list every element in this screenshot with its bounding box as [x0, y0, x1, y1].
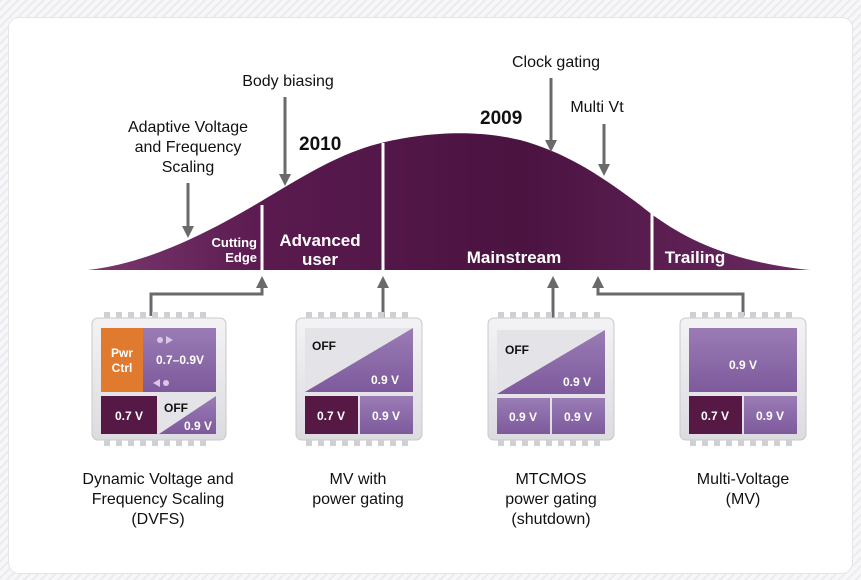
adoption-curve	[88, 133, 810, 270]
mv-bottom-left-voltage: 0.7 V	[701, 409, 729, 423]
caption-mvpg-1: MV with	[330, 471, 387, 488]
chip-mv-power-gating: OFF 0.9 V 0.7 V 0.9 V	[295, 312, 423, 446]
annotation-avfs-2: and Frequency	[135, 139, 242, 156]
mtcmos-bottom-right-voltage: 0.9 V	[564, 410, 592, 424]
mtcmos-bottom-left-voltage: 0.9 V	[509, 410, 537, 424]
segment-mainstream: Mainstream	[467, 248, 561, 267]
mtcmos-top-voltage: 0.9 V	[563, 375, 591, 389]
segment-trailing: Trailing	[665, 248, 725, 267]
dvfs-bottom-left-voltage: 0.7 V	[115, 409, 143, 423]
annotation-arrows	[182, 78, 610, 238]
annotation-avfs-3: Scaling	[162, 159, 214, 176]
chip-multi-voltage: 0.9 V 0.7 V 0.9 V	[679, 312, 807, 446]
caption-dvfs-3: (DVFS)	[131, 511, 184, 528]
annotation-multi-vt: Multi Vt	[570, 99, 624, 116]
mvpg-bottom-left-voltage: 0.7 V	[317, 409, 345, 423]
mv-bottom-right-voltage: 0.9 V	[756, 409, 784, 423]
connector-arrows	[149, 276, 745, 318]
segment-advanced-user-2: user	[302, 250, 338, 269]
mvpg-bottom-right-voltage: 0.9 V	[372, 409, 400, 423]
caption-mv-2: (MV)	[726, 491, 761, 508]
caption-mtcmos-2: power gating	[505, 491, 597, 508]
caption-mtcmos-3: (shutdown)	[511, 511, 590, 528]
annotation-avfs-1: Adaptive Voltage	[128, 119, 248, 136]
dvfs-pwr-label: Pwr	[111, 346, 133, 360]
dvfs-bottom-right-voltage: 0.9 V	[184, 419, 212, 433]
mvpg-off-label: OFF	[312, 339, 336, 353]
caption-mv-1: Multi-Voltage	[697, 471, 790, 488]
mv-top-voltage: 0.9 V	[729, 358, 757, 372]
annotation-clock-gating: Clock gating	[512, 54, 600, 71]
segment-advanced-user-1: Advanced	[279, 231, 360, 250]
caption-mtcmos-1: MTCMOS	[515, 471, 586, 488]
caption-dvfs-2: Frequency Scaling	[92, 491, 225, 508]
year-2010: 2010	[299, 134, 341, 155]
segment-cutting-edge-1: Cutting	[212, 235, 258, 250]
segment-cutting-edge-2: Edge	[225, 250, 257, 265]
dvfs-ctrl-label: Ctrl	[112, 361, 133, 375]
chip-dvfs: Pwr Ctrl 0.7–0.9V 0.7 V OFF 0.9 V	[91, 312, 227, 446]
mvpg-top-voltage: 0.9 V	[371, 373, 399, 387]
mtcmos-off-label: OFF	[505, 343, 529, 357]
chip-mtcmos: OFF 0.9 V 0.9 V 0.9 V	[487, 312, 615, 446]
dvfs-off-label: OFF	[164, 401, 188, 415]
annotation-body-biasing: Body biasing	[242, 73, 334, 90]
year-2009: 2009	[480, 108, 522, 129]
caption-mvpg-2: power gating	[312, 491, 404, 508]
dvfs-top-voltage: 0.7–0.9V	[156, 353, 204, 367]
caption-dvfs-1: Dynamic Voltage and	[82, 471, 233, 488]
